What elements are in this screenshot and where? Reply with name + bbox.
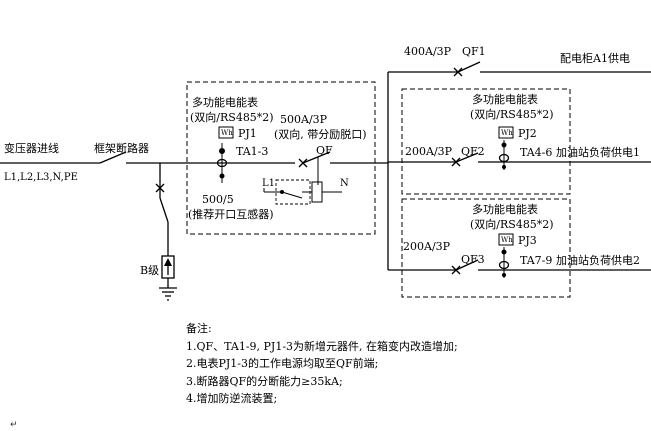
qf1-switch: [457, 61, 481, 73]
relay-n-label: N: [340, 178, 349, 189]
relay-contact: [281, 191, 303, 199]
relay-l1-label: L1: [262, 178, 275, 189]
notes-heading: 备注:: [186, 322, 212, 335]
ct-ta4-6-label: TA4-6: [520, 146, 552, 159]
ct-ta7-9-label: TA7-9: [520, 254, 552, 267]
feeder-3-meter-title: 多功能电能表: [472, 202, 538, 216]
qf-switch: [302, 151, 331, 164]
meter-pj3-label: PJ3: [518, 234, 537, 247]
feeder-3-box: [401, 198, 571, 298]
feeder-2-load-label: 加油站负荷供电1: [556, 145, 640, 159]
main-meter-box: [186, 81, 376, 235]
ct-ratio-label: 500/5: [202, 193, 234, 206]
qf1-rating-label: 400A/3P: [404, 45, 452, 58]
meter-pj1-label: PJ1: [238, 127, 257, 140]
relay-coil-icon: [311, 181, 323, 203]
meter-pj2-icon-label: Wh: [501, 129, 513, 137]
qf3-label: QF3: [461, 253, 485, 266]
surge-arrow-icon: [164, 258, 172, 266]
meter-pj2-label: PJ2: [518, 127, 537, 140]
surge-breaker-switch: [159, 197, 169, 223]
frame-breaker-label: 框架断路器: [94, 141, 149, 155]
ct-ta7-9-icon: [498, 260, 510, 270]
meter-pj1-icon: [218, 126, 234, 139]
feeder-2-meter-title: 多功能电能表: [472, 92, 538, 106]
paragraph-mark: ↵: [10, 420, 18, 430]
qf-note-label: (双向, 带分励脱口): [274, 127, 367, 141]
meter-pj3-icon: [498, 233, 514, 246]
ct-ta1-3-label: TA1-3: [236, 145, 268, 158]
ct-ta1-3-icon: [216, 158, 228, 168]
meter-pj3-icon-label: Wh: [501, 236, 513, 244]
qf-label: QF: [316, 144, 333, 157]
main-meter-title: 多功能电能表: [192, 95, 258, 109]
note-item: 4.增加防逆流装置;: [186, 392, 278, 405]
feeder-2-box: [401, 88, 571, 195]
surge-breaker-cross: [155, 183, 165, 193]
qf3-switch: [455, 259, 479, 271]
frame-breaker-switch: [99, 151, 127, 164]
feeder-3-meter-subtitle: (双向/RS485*2): [470, 217, 554, 231]
transformer-incoming-label: 变压器进线: [4, 141, 59, 155]
meter-pj1-icon-label: Wh: [221, 129, 233, 137]
meter-pj2-icon: [498, 126, 514, 139]
qf2-rating-label: 200A/3P: [405, 145, 453, 158]
feeder-1-load-label: 配电柜A1供电: [560, 51, 630, 65]
qf1-label: QF1: [462, 45, 486, 58]
qf2-switch: [455, 152, 479, 163]
feeder-2-meter-subtitle: (双向/RS485*2): [470, 107, 554, 121]
qf3-rating-label: 200A/3P: [403, 240, 451, 253]
ct-note-label: (推荐开口互感器): [188, 207, 274, 221]
note-item: 1.QF、TA1-9, PJ1-3为新增元器件, 在箱变内改造增加;: [186, 339, 458, 353]
qf2-label: QF2: [461, 145, 485, 158]
qf-rating-label: 500A/3P: [280, 113, 328, 126]
feeder-3-load-label: 加油站负荷供电2: [556, 253, 640, 267]
notes-block: 备注: 1.QF、TA1-9, PJ1-3为新增元器件, 在箱变内改造增加; 2…: [186, 320, 458, 408]
phases-label: L1,L2,L3,N,PE: [4, 172, 78, 183]
note-item: 3.断路器QF的分断能力≥35kA;: [186, 374, 343, 388]
main-meter-subtitle: (双向/RS485*2): [190, 110, 274, 124]
ground-icon: [159, 287, 177, 301]
note-item: 2.电表PJ1-3的工作电源均取至QF前端;: [186, 357, 379, 370]
surge-level-label: B级: [140, 264, 159, 277]
